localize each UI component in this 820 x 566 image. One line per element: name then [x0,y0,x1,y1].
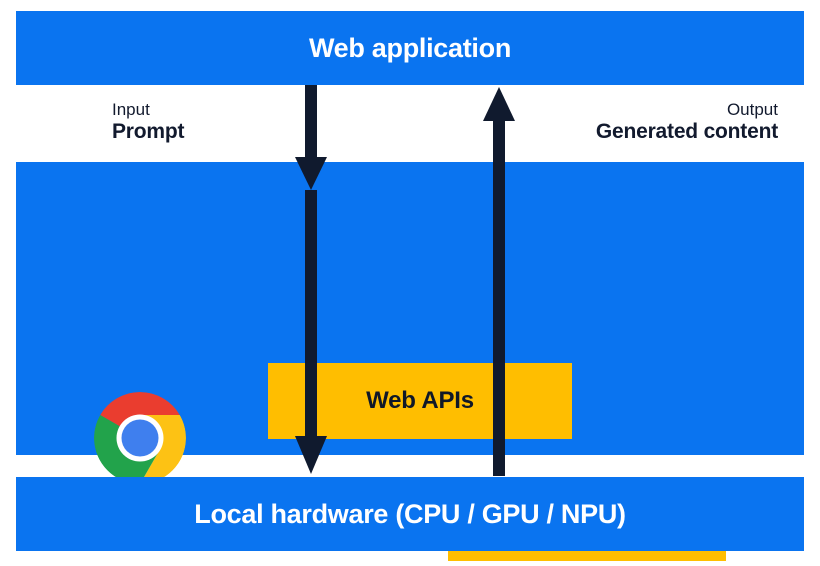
flow-input-kind: Input [112,100,150,119]
layer-local-hardware-label: Local hardware (CPU / GPU / NPU) [194,499,626,529]
layer-browser: Browser Web APIs Built-in models and run… [16,162,804,561]
flow-output-value: Generated content [595,120,778,144]
layer-web-application-label: Web application [308,33,512,63]
flow-input-label: Input Prompt [112,100,185,145]
layer-web-application: Web application [16,11,804,85]
chrome-logo-icon [94,392,186,484]
box-web-apis: Web APIs [268,363,572,439]
flow-output-kind: Output [726,100,778,119]
box-web-apis-label: Web APIs [366,387,474,415]
layer-local-hardware: Local hardware (CPU / GPU / NPU) [16,477,804,551]
flow-output-label: Output Generated content [596,100,778,145]
flow-input-value: Prompt [112,120,185,144]
